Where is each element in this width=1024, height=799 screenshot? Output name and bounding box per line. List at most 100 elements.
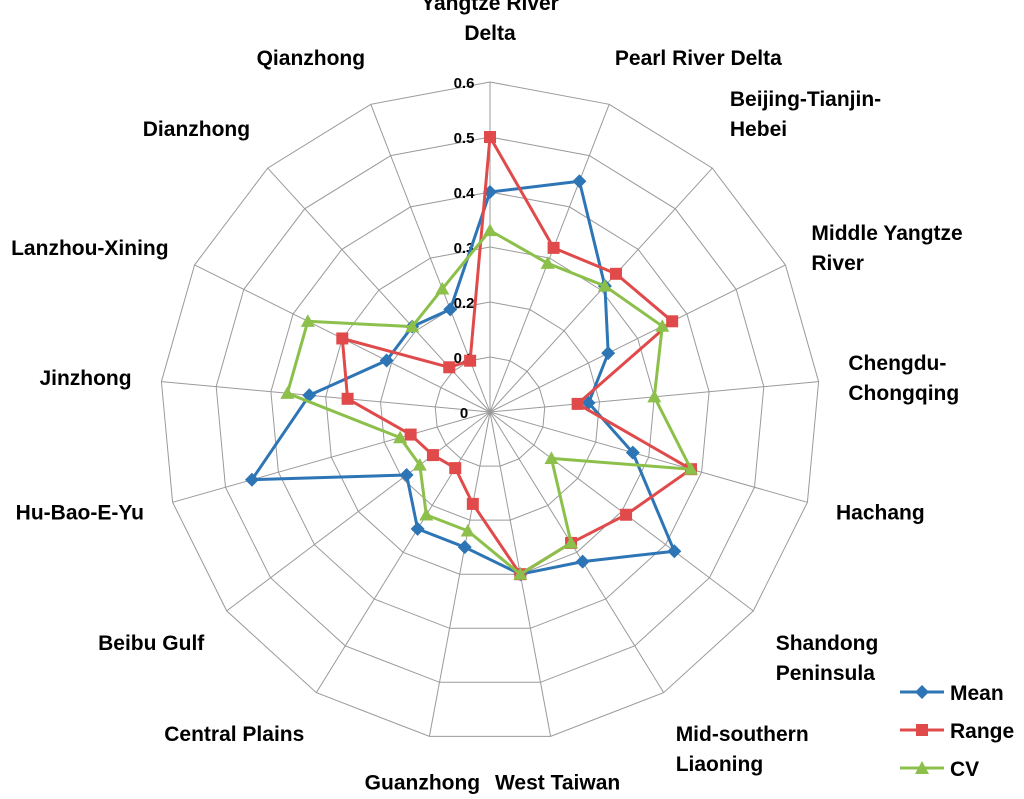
data-point-cv — [655, 319, 670, 332]
data-point-mean — [379, 353, 394, 368]
series-line-mean — [250, 179, 676, 576]
tick-label: 0.6 — [454, 75, 475, 92]
series-cv — [280, 223, 699, 580]
data-point-mean — [457, 540, 472, 555]
category-label-line: Qianzhong — [257, 47, 366, 70]
category-label-line: Lanzhou-Xining — [11, 237, 168, 260]
grid-ring — [325, 246, 655, 575]
data-point-range — [341, 392, 354, 405]
data-point-cv — [684, 462, 699, 475]
data-point-cv — [419, 507, 434, 521]
data-point-range — [609, 267, 622, 280]
data-point-cv — [513, 567, 528, 580]
grid-spoke — [489, 411, 665, 693]
data-point-range — [464, 354, 477, 367]
tick-label: 0.5 — [454, 130, 475, 147]
grid-spoke — [489, 104, 610, 413]
category-label-line: Hu-Bao-E-Yu — [16, 502, 144, 525]
data-point-mean — [244, 472, 259, 487]
data-point-range — [666, 315, 679, 328]
category-label-line: Delta — [464, 22, 516, 45]
grid-ring — [270, 191, 710, 629]
radar-grid — [160, 81, 820, 737]
data-point-cv — [597, 278, 612, 292]
tick-label: 0.4 — [454, 185, 476, 202]
category-label-line: West Taiwan — [495, 772, 620, 795]
category-label-line: River — [811, 252, 864, 275]
data-point-range — [484, 131, 496, 143]
category-label-line: Mid-southern — [676, 723, 809, 746]
legend-marker — [915, 685, 929, 699]
category-label: Beijing-Tianjin- Hebei — [730, 88, 881, 141]
series-line-cv — [285, 229, 693, 576]
data-point-range — [443, 361, 456, 374]
category-label-line: Central Plains — [164, 723, 304, 746]
grid-ring — [215, 136, 765, 683]
data-point-range — [336, 332, 349, 345]
data-point-range — [571, 397, 584, 410]
category-label-line: Pearl River Delta — [615, 47, 782, 70]
legend-marker — [916, 724, 928, 736]
data-point-range — [449, 462, 462, 475]
category-label: Dianzhong — [143, 118, 250, 141]
data-point-cv — [460, 523, 475, 537]
grid-spoke — [161, 381, 491, 413]
data-point-cv — [435, 281, 450, 295]
category-label: West TaiwanStrait — [495, 772, 620, 795]
data-point-cv — [540, 256, 555, 269]
data-point-cv — [564, 535, 579, 549]
data-point-cv — [300, 314, 315, 327]
data-point-cv — [393, 430, 408, 444]
series-layer — [244, 131, 699, 582]
legend-label: Range — [950, 720, 1014, 743]
category-label-line: Chongqing — [848, 382, 959, 405]
data-point-mean — [601, 346, 616, 361]
category-label-line: Liaoning — [676, 753, 764, 776]
data-point-mean — [410, 521, 425, 536]
grid-ring — [434, 356, 546, 467]
category-label-line: Dianzhong — [143, 118, 250, 141]
legend-label: Mean — [950, 682, 1004, 705]
category-label: Central Plains — [164, 723, 304, 746]
data-point-mean — [302, 388, 317, 403]
data-point-range — [547, 241, 560, 254]
category-label-line: Hachang — [836, 502, 925, 525]
data-point-cv — [280, 386, 295, 399]
tick-label: 0.2 — [454, 295, 475, 312]
data-point-mean — [572, 174, 587, 189]
category-label: Chengdu- Chongqing — [848, 352, 959, 405]
category-label: Pearl River Delta — [615, 47, 782, 70]
data-point-range — [466, 497, 479, 510]
category-label-line: Hebei — [730, 118, 787, 141]
grid-spoke — [172, 411, 491, 503]
data-point-mean — [581, 395, 596, 410]
grid-spoke — [489, 411, 808, 503]
data-point-cv — [405, 319, 420, 333]
category-label-line: Peninsula — [776, 662, 876, 685]
data-point-mean — [625, 445, 640, 460]
data-point-range — [426, 449, 439, 462]
category-label-line: Guanzhong — [365, 772, 480, 795]
category-label-line: Beijing-Tianjin- — [730, 88, 881, 111]
data-point-cv — [412, 458, 427, 471]
category-label: Beibu Gulf — [98, 632, 205, 655]
data-point-cv — [647, 389, 662, 403]
grid-spoke — [428, 411, 491, 737]
series-line-range — [340, 135, 693, 576]
grid-ring — [160, 81, 820, 737]
category-label: Guanzhong — [365, 772, 480, 795]
category-label-line: Chengdu- — [848, 352, 946, 375]
category-label-line: Shandong — [776, 632, 879, 655]
data-point-cv — [544, 451, 559, 465]
category-label-line: Beibu Gulf — [98, 632, 205, 655]
legend-item-cv: CV — [900, 758, 979, 781]
grid-spoke — [315, 411, 491, 693]
tick-label: 0 — [460, 405, 468, 422]
data-point-mean — [575, 554, 590, 569]
